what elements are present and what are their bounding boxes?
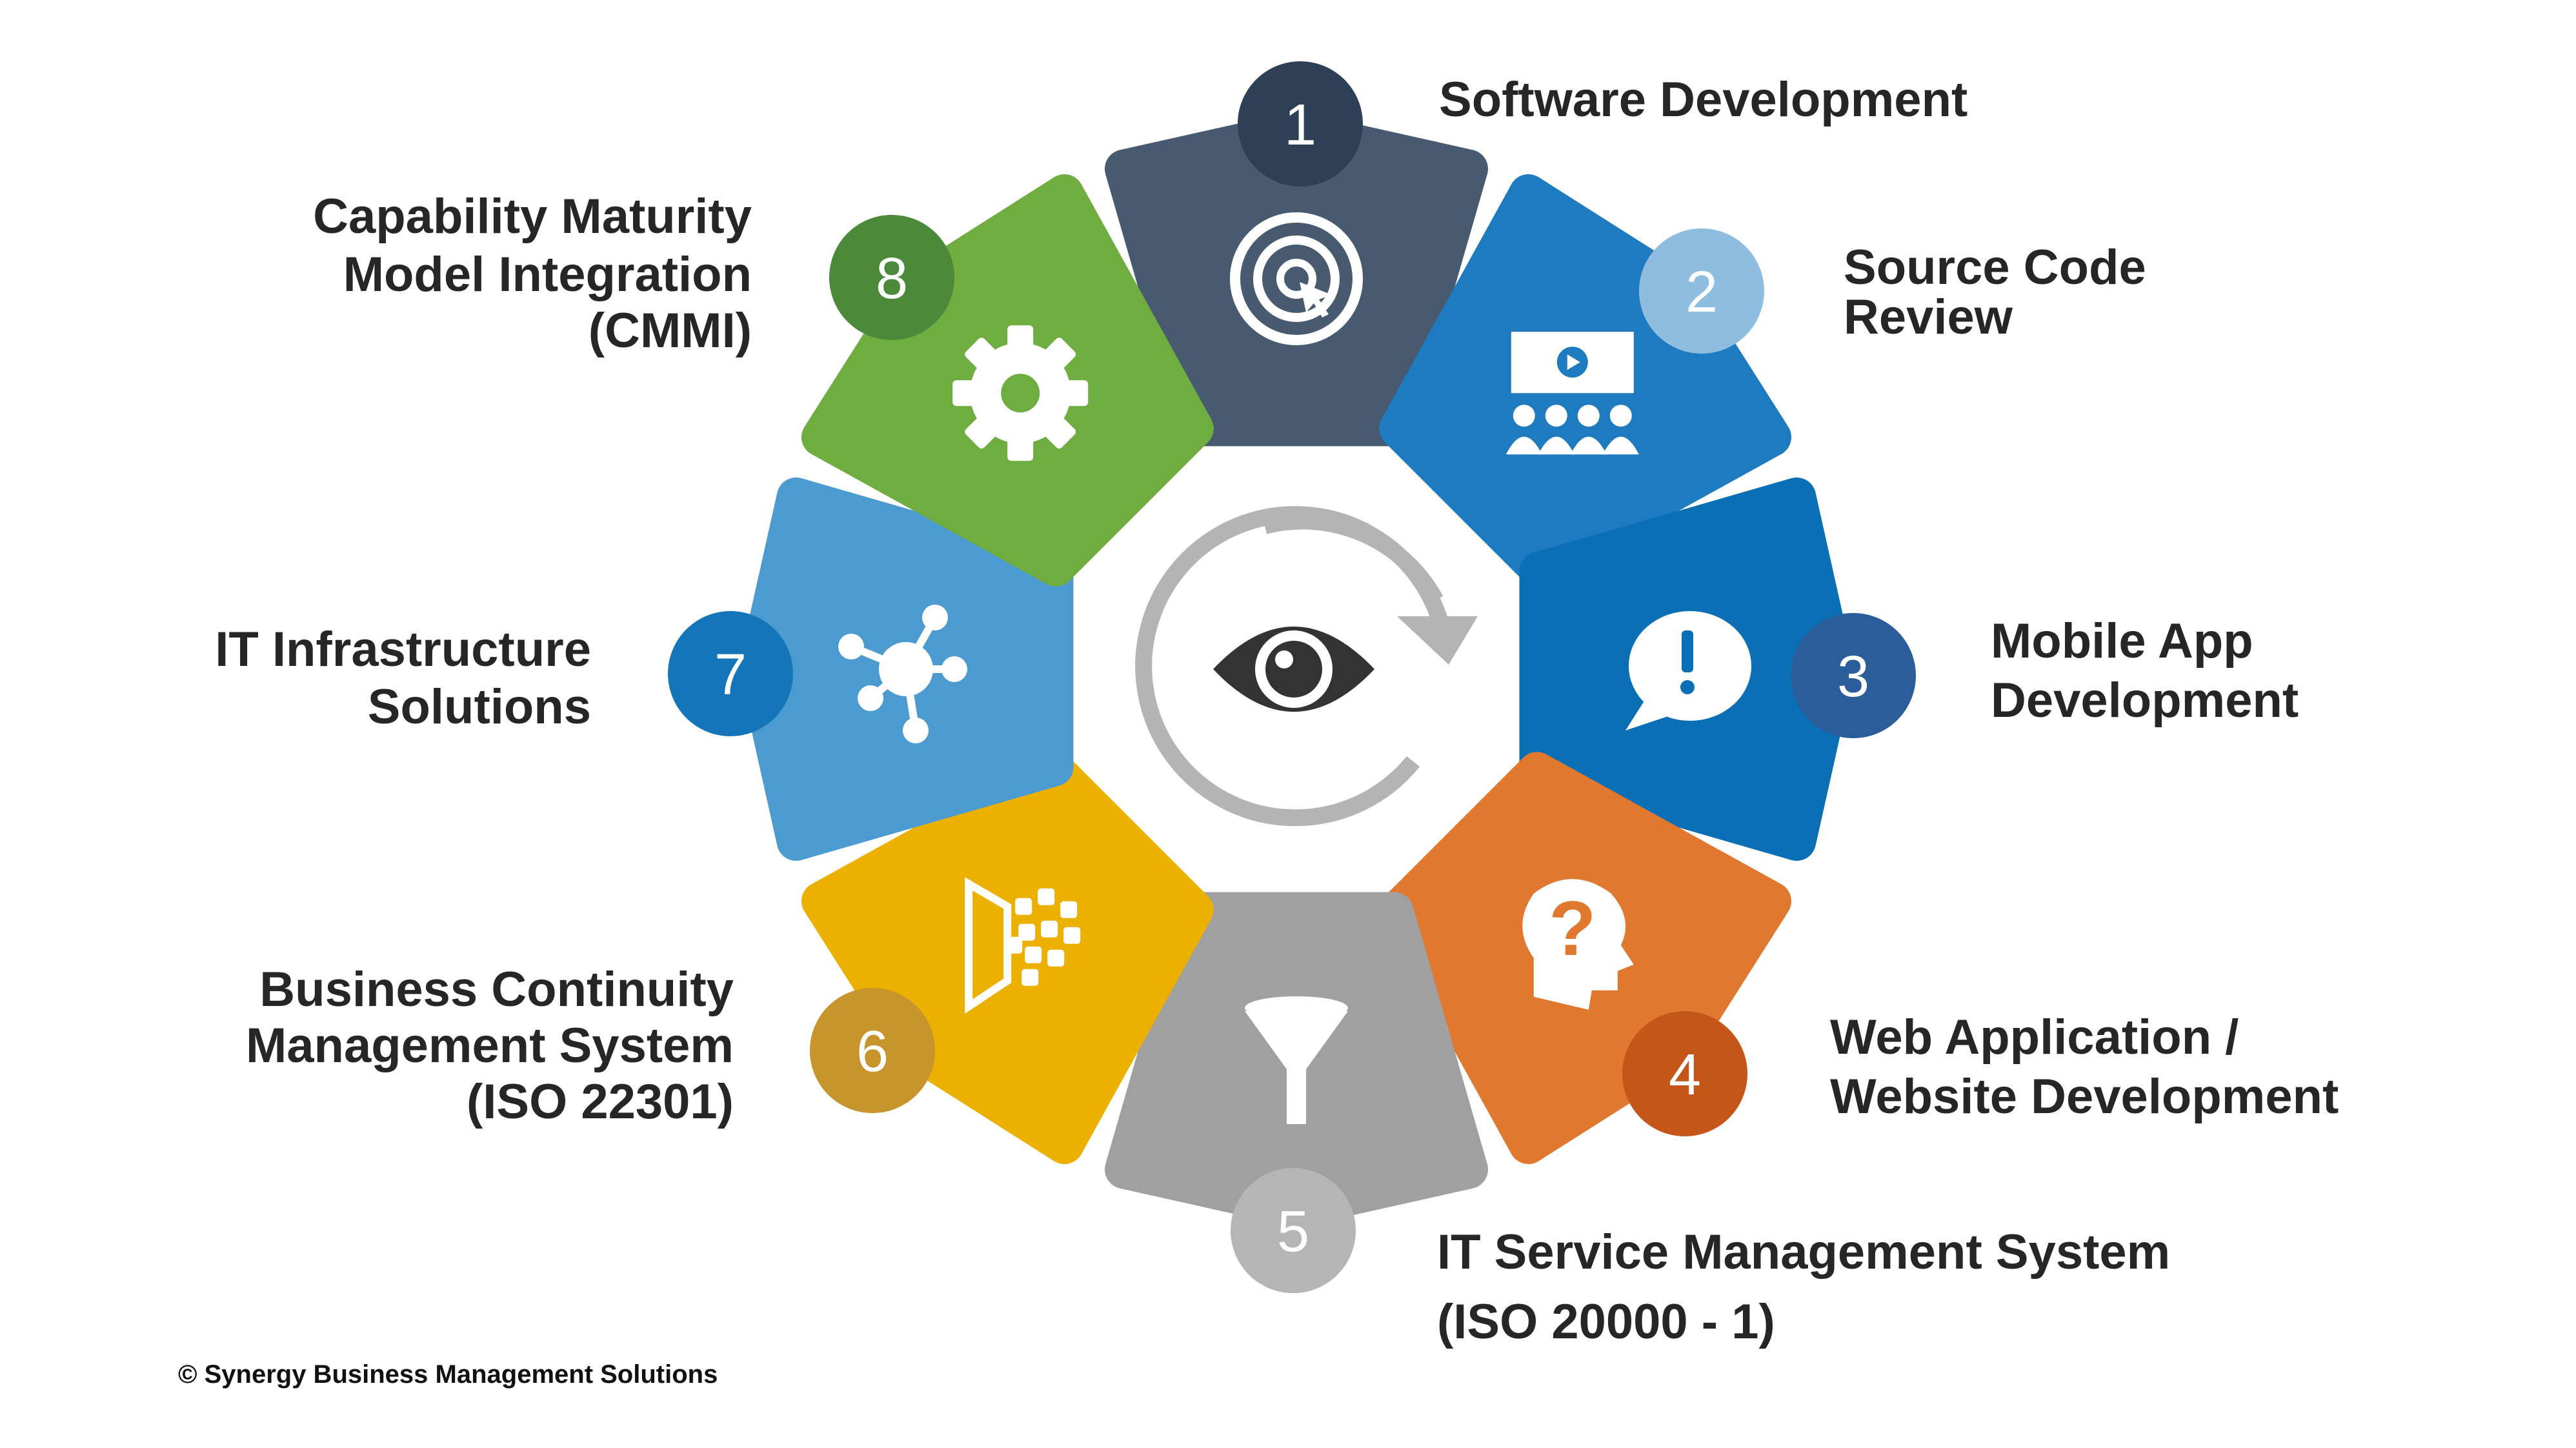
label-2-line-1: Source Code	[1844, 240, 2146, 295]
number-text: 7	[714, 643, 747, 707]
number-badge-6	[810, 988, 935, 1113]
label-3-line-1: Mobile App	[1991, 614, 2253, 669]
presentation-audience-icon	[1505, 332, 1639, 455]
label-4-line-2: Website Development	[1830, 1069, 2339, 1124]
segment-5	[1105, 892, 1488, 1227]
label-5-line-2: (ISO 20000 - 1)	[1437, 1294, 1775, 1349]
segment-2	[1379, 174, 1791, 587]
number-badge-5	[1231, 1168, 1356, 1293]
segment-shape	[1105, 111, 1488, 447]
number-text: 8	[876, 246, 908, 311]
head-question-icon: ?	[1522, 879, 1634, 1010]
number-badge-1	[1238, 61, 1363, 186]
label-2-line-2: Review	[1844, 290, 2013, 345]
label-8-line-3: (CMMI)	[589, 303, 752, 358]
label-7-line-1: IT Infrastructure	[215, 622, 591, 677]
segment-3	[1519, 478, 1855, 861]
number-badge-4	[1622, 1011, 1747, 1136]
label-6-line-3: (ISO 22301)	[467, 1074, 734, 1129]
funnel-icon	[1245, 996, 1348, 1124]
label-8-line-2: Model Integration	[343, 247, 752, 302]
label-6-line-2: Management System	[246, 1018, 734, 1073]
label-4-line-1: Web Application /	[1830, 1010, 2239, 1065]
network-hub-icon	[838, 605, 967, 743]
segment-7	[738, 478, 1074, 861]
number-text: 2	[1685, 260, 1718, 325]
svg-text:?: ?	[1549, 885, 1596, 972]
target-cursor-icon	[1230, 212, 1363, 345]
number-text: 4	[1669, 1043, 1701, 1107]
label-8-line-1: Capability Maturity	[313, 189, 752, 244]
label-6-line-1: Business Continuity	[259, 962, 734, 1017]
number-badge-8	[829, 215, 954, 340]
number-text: 5	[1277, 1200, 1309, 1264]
number-badge-2	[1639, 228, 1764, 354]
door-pixels-icon	[965, 877, 1081, 1014]
number-badge-7	[668, 611, 793, 736]
number-text: 3	[1837, 645, 1869, 709]
segment-6	[801, 752, 1214, 1164]
segment-4: ?	[1379, 752, 1791, 1164]
segment-8	[801, 174, 1214, 587]
label-5-line-1: IT Service Management System	[1437, 1225, 2170, 1280]
segment-1	[1105, 111, 1488, 447]
label-7-line-2: Solutions	[368, 679, 591, 734]
number-text: 6	[856, 1020, 889, 1084]
eye-cycle-icon	[1135, 506, 1478, 827]
number-badge-3	[1791, 613, 1916, 738]
number-text: 1	[1284, 93, 1316, 157]
label-3-line-2: Development	[1991, 673, 2299, 728]
label-1-line-1: Software Development	[1439, 72, 1967, 127]
copyright-footer: © Synergy Business Management Solutions	[178, 1360, 718, 1389]
gear-icon	[952, 325, 1089, 461]
speech-bubble-exclamation-icon	[1625, 611, 1751, 730]
